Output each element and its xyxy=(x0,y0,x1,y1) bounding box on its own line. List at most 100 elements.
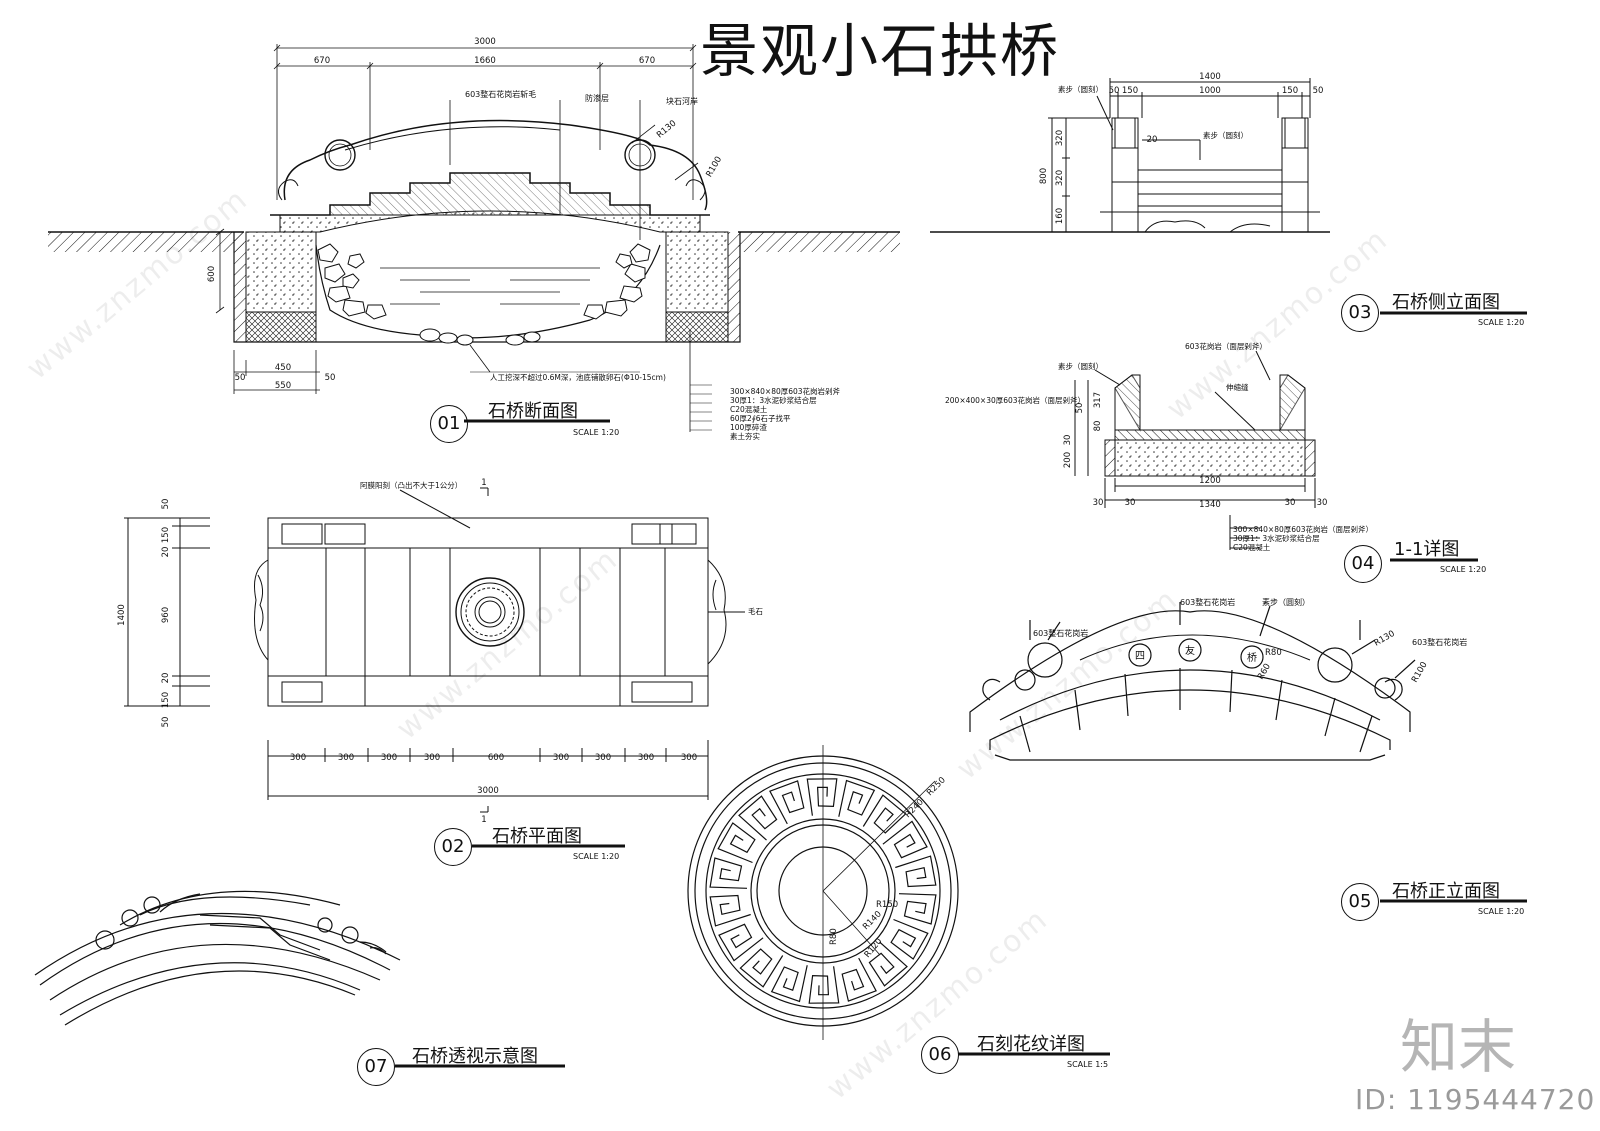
panel-title-plan: 石桥平面图 xyxy=(492,826,582,847)
fret-motif xyxy=(770,965,808,1003)
svg-text:60厚2∮6石子找平: 60厚2∮6石子找平 xyxy=(730,413,791,423)
watermark-logo: 知末 xyxy=(1400,1013,1517,1081)
svg-text:150: 150 xyxy=(161,692,171,708)
svg-text:人工挖深不超过0.6M深，池底铺散卵石(Φ10-15cm): 人工挖深不超过0.6M深，池底铺散卵石(Φ10-15cm) xyxy=(490,372,666,382)
front-chars: 四 友 桥 xyxy=(1135,644,1257,664)
svg-text:450: 450 xyxy=(275,363,291,373)
section-callouts: 603整石花岗岩斩毛 防渗层 块石河岸 人工挖深不超过0.6M深，池底铺散卵石(… xyxy=(465,89,698,382)
svg-text:100厚碎渣: 100厚碎渣 xyxy=(730,422,767,432)
plan-notes: 阿膜阳刻（凸出不大于1公分） 毛石 xyxy=(360,480,763,616)
fret-pattern xyxy=(709,778,937,1004)
svg-text:20: 20 xyxy=(161,673,171,684)
badge-07: 07 xyxy=(357,1048,395,1086)
front-radii: R80 R60 R130 R100 xyxy=(1256,629,1430,685)
svg-text:1340: 1340 xyxy=(1199,500,1221,510)
svg-text:150: 150 xyxy=(1122,86,1138,96)
badge-03: 03 xyxy=(1341,294,1379,332)
svg-text:R80: R80 xyxy=(829,928,839,945)
fret-motif xyxy=(882,820,928,859)
fret-motif xyxy=(808,966,840,1004)
detail-labels: 603花岗岩（面层剁斧） 素步（圆刻） 200×400×30厚603花岗岩（面层… xyxy=(945,341,1373,552)
svg-text:50: 50 xyxy=(325,373,336,383)
svg-text:300: 300 xyxy=(338,753,354,763)
svg-text:320: 320 xyxy=(1055,170,1065,186)
panel-title-perspective: 石桥透视示意图 xyxy=(412,1046,538,1067)
svg-text:桥: 桥 xyxy=(1247,652,1257,664)
svg-text:670: 670 xyxy=(314,56,330,66)
svg-text:300: 300 xyxy=(681,753,697,763)
svg-text:317: 317 xyxy=(1093,392,1103,408)
svg-text:50: 50 xyxy=(1313,86,1324,96)
svg-text:3000: 3000 xyxy=(474,37,496,47)
svg-text:300: 300 xyxy=(638,753,654,763)
svg-text:R80: R80 xyxy=(1265,648,1282,658)
plan-dims: 300 300 300 300 600 300 300 300 300 3000… xyxy=(117,478,697,825)
svg-text:600: 600 xyxy=(488,753,504,763)
detail-dims: 1200 1340 30 30 30 30 50 317 80 30 200 xyxy=(1063,392,1327,510)
svg-text:伸缩缝: 伸缩缝 xyxy=(1226,382,1249,392)
svg-text:80: 80 xyxy=(1093,421,1103,432)
svg-text:300×840×80厚603花岗岩剁斧: 300×840×80厚603花岗岩剁斧 xyxy=(730,386,841,396)
side-dims: 1400 50 150 1000 150 50 800 320 320 160 … xyxy=(1039,72,1323,224)
ground-left-hatch xyxy=(48,232,244,252)
svg-text:R250: R250 xyxy=(925,775,948,798)
svg-text:603整石花岗岩: 603整石花岗岩 xyxy=(1412,637,1467,647)
fret-motif xyxy=(769,780,805,825)
badge-06: 06 xyxy=(921,1036,959,1074)
svg-text:603花岗岩（面层剁斧）: 603花岗岩（面层剁斧） xyxy=(1185,341,1267,351)
svg-text:素步（圆刻）: 素步（圆刻） xyxy=(1058,84,1103,94)
svg-text:30: 30 xyxy=(1063,435,1073,446)
fret-motif xyxy=(739,948,784,988)
panel-scale-pattern: SCALE 1:5 xyxy=(1067,1060,1109,1069)
svg-text:50: 50 xyxy=(235,373,246,383)
svg-text:30: 30 xyxy=(1317,498,1328,508)
svg-text:R120: R120 xyxy=(863,937,885,960)
svg-text:50: 50 xyxy=(1109,86,1120,96)
fret-motif xyxy=(890,918,929,960)
panel-scale-side: SCALE 1:20 xyxy=(1478,318,1525,327)
svg-text:防渗层: 防渗层 xyxy=(585,93,609,103)
panel-scale-front: SCALE 1:20 xyxy=(1478,907,1525,916)
svg-text:160: 160 xyxy=(1055,208,1065,224)
svg-text:20: 20 xyxy=(1147,135,1158,145)
panel-title-section: 石桥断面图 xyxy=(488,401,578,422)
svg-text:603整石花岗岩: 603整石花岗岩 xyxy=(1180,597,1235,607)
svg-text:603整石花岗岩斩毛: 603整石花岗岩斩毛 xyxy=(465,89,536,99)
svg-text:200: 200 xyxy=(1063,452,1073,468)
svg-text:50: 50 xyxy=(161,499,171,510)
svg-text:R100: R100 xyxy=(1410,660,1430,684)
side-labels: 素步（圆刻） 素步（圆刻） xyxy=(1058,84,1248,140)
svg-text:素步（圆刻）: 素步（圆刻） xyxy=(1203,130,1248,140)
badge-04: 04 xyxy=(1344,545,1382,583)
side-elevation xyxy=(930,78,1330,233)
svg-text:3000: 3000 xyxy=(477,786,499,796)
fret-motif xyxy=(806,778,838,816)
sheet-title: 景观小石拱桥 xyxy=(700,17,1061,85)
svg-text:R150: R150 xyxy=(876,900,898,910)
section-layers: 300×840×80厚603花岗岩剁斧 30厚1：3水泥砂浆结合层 C20混凝土… xyxy=(730,386,841,441)
badge-02: 02 xyxy=(434,828,472,866)
svg-text:四: 四 xyxy=(1135,651,1145,662)
fret-motif xyxy=(862,794,907,834)
svg-text:R100: R100 xyxy=(704,155,724,179)
fret-motif xyxy=(738,795,778,841)
fret-motif xyxy=(709,894,751,927)
detail-1-1 xyxy=(1074,350,1316,550)
panel-scale-plan: SCALE 1:20 xyxy=(573,852,620,861)
fret-motif xyxy=(868,941,908,987)
panel-title-side: 石桥侧立面图 xyxy=(1392,292,1500,313)
svg-text:320: 320 xyxy=(1055,130,1065,146)
svg-text:300: 300 xyxy=(381,753,397,763)
fret-motif xyxy=(841,957,877,1002)
svg-text:素土夯实: 素土夯实 xyxy=(730,431,760,441)
svg-text:150: 150 xyxy=(1282,86,1298,96)
svg-text:1200: 1200 xyxy=(1199,476,1221,486)
svg-text:1000: 1000 xyxy=(1199,86,1221,96)
svg-text:30: 30 xyxy=(1125,498,1136,508)
panel-scale-detail: SCALE 1:20 xyxy=(1440,565,1487,574)
badge-01: 01 xyxy=(430,405,468,443)
front-elevation xyxy=(969,602,1416,761)
panel-title-pattern: 石刻花纹详图 xyxy=(977,1034,1085,1055)
